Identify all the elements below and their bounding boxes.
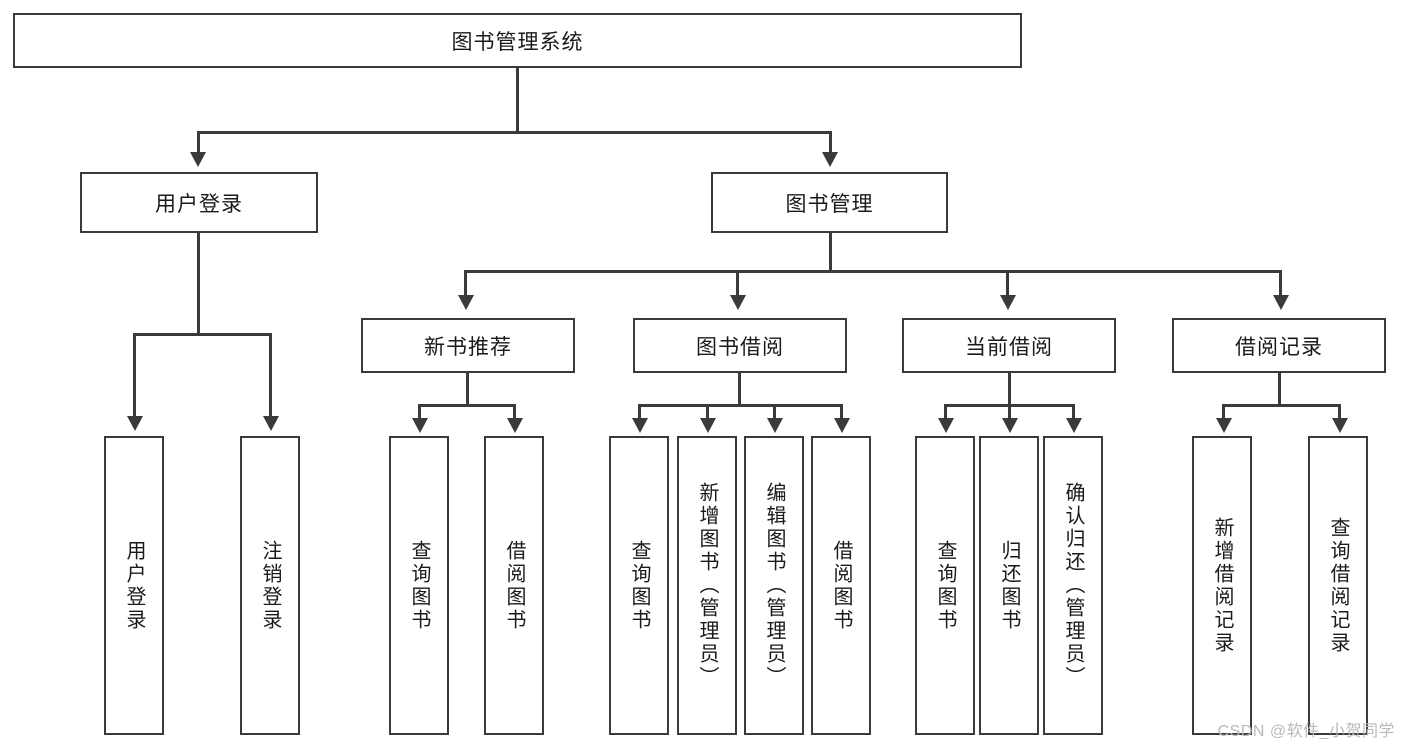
leaf-borrow-book-1[interactable]: 借阅图书 [484, 436, 544, 735]
arrowhead-book-borrow-leaf-2 [700, 418, 716, 433]
connector-new-book-drop-2 [513, 404, 516, 420]
node-label: 查询图书 [934, 539, 956, 632]
node-current-borrow[interactable]: 当前借阅 [902, 318, 1116, 373]
node-label: 查询借阅记录 [1327, 516, 1349, 655]
leaf-query-record[interactable]: 查询借阅记录 [1308, 436, 1368, 735]
connector-user-login-drop-2 [269, 333, 272, 419]
node-label: 查询图书 [628, 539, 650, 632]
node-label: 借阅图书 [503, 539, 525, 632]
arrowhead-new-book-leaf-2 [507, 418, 523, 433]
connector-book-manage-drop-4 [1279, 270, 1282, 298]
leaf-add-record[interactable]: 新增借阅记录 [1192, 436, 1252, 735]
connector-current-borrow-drop-3 [1072, 404, 1075, 420]
connector-current-borrow-stem [1008, 373, 1011, 406]
arrowhead-to-new-book-recommend [458, 295, 474, 310]
node-label: 用户登录 [123, 539, 145, 632]
node-label: 借阅记录 [1235, 335, 1323, 359]
node-label: 图书管理系统 [451, 30, 584, 54]
node-new-book-recommend[interactable]: 新书推荐 [361, 318, 575, 373]
connector-borrow-record-drop-1 [1222, 404, 1225, 420]
connector-new-book-stem [466, 373, 469, 406]
connector-user-login-drop-1 [133, 333, 136, 419]
connector-current-borrow-drop-1 [944, 404, 947, 420]
node-label: 新书推荐 [424, 335, 512, 359]
leaf-query-book-1[interactable]: 查询图书 [389, 436, 449, 735]
arrowhead-borrow-record-leaf-2 [1332, 418, 1348, 433]
node-label: 图书借阅 [696, 335, 784, 359]
watermark-text: CSDN @软件_小贺同学 [1217, 723, 1395, 740]
connector-book-borrow-drop-3 [773, 404, 776, 420]
connector-book-borrow-drop-4 [840, 404, 843, 420]
arrowhead-book-borrow-leaf-3 [767, 418, 783, 433]
arrowhead-to-borrow-record [1273, 295, 1289, 310]
node-system-root[interactable]: 图书管理系统 [13, 13, 1022, 68]
node-label: 借阅图书 [830, 539, 852, 632]
connector-current-borrow-drop-2 [1008, 404, 1011, 420]
node-label: 当前借阅 [965, 335, 1053, 359]
connector-root-to-book-manage [829, 131, 832, 155]
arrowhead-borrow-record-leaf-1 [1216, 418, 1232, 433]
leaf-confirm-return[interactable]: 确认归还（管理员） [1043, 436, 1103, 735]
connector-book-manage-bus [464, 270, 1282, 273]
leaf-return-book[interactable]: 归还图书 [979, 436, 1039, 735]
node-label: 新增图书（管理员） [696, 482, 718, 689]
connector-book-manage-drop-2 [736, 270, 739, 298]
leaf-logout-login[interactable]: 注销登录 [240, 436, 300, 735]
node-label: 编辑图书（管理员） [763, 482, 785, 689]
node-label: 归还图书 [998, 539, 1020, 632]
arrowhead-current-borrow-leaf-1 [938, 418, 954, 433]
node-label: 用户登录 [155, 192, 243, 216]
node-label: 图书管理 [785, 192, 874, 216]
node-label: 确认归还（管理员） [1062, 482, 1084, 689]
leaf-edit-book[interactable]: 编辑图书（管理员） [744, 436, 804, 735]
connector-book-manage-drop-3 [1006, 270, 1009, 298]
connector-new-book-bus [418, 404, 516, 407]
connector-borrow-record-drop-2 [1338, 404, 1341, 420]
connector-book-borrow-stem [738, 373, 741, 406]
node-label: 新增借阅记录 [1211, 516, 1233, 655]
node-book-manage[interactable]: 图书管理 [711, 172, 948, 233]
connector-book-borrow-drop-2 [706, 404, 709, 420]
node-user-login[interactable]: 用户登录 [80, 172, 318, 233]
connector-user-login-stem [197, 233, 200, 335]
connector-borrow-record-stem [1278, 373, 1281, 406]
arrowhead-current-borrow-leaf-2 [1002, 418, 1018, 433]
connector-book-manage-drop-1 [464, 270, 467, 298]
connector-root-bus [197, 131, 832, 134]
connector-borrow-record-bus [1222, 404, 1341, 407]
arrowhead-root-to-user-login [190, 152, 206, 167]
node-borrow-record[interactable]: 借阅记录 [1172, 318, 1386, 373]
arrowhead-user-login-leaf-1 [127, 416, 143, 431]
arrowhead-book-borrow-leaf-1 [632, 418, 648, 433]
connector-root-stem [516, 68, 519, 133]
node-book-borrow[interactable]: 图书借阅 [633, 318, 847, 373]
node-label: 查询图书 [408, 539, 430, 632]
arrowhead-new-book-leaf-1 [412, 418, 428, 433]
arrowhead-user-login-leaf-2 [263, 416, 279, 431]
connector-new-book-drop-1 [418, 404, 421, 420]
arrowhead-to-book-borrow [730, 295, 746, 310]
arrowhead-to-current-borrow [1000, 295, 1016, 310]
leaf-query-book-3[interactable]: 查询图书 [915, 436, 975, 735]
arrowhead-root-to-book-manage [822, 152, 838, 167]
leaf-query-book-2[interactable]: 查询图书 [609, 436, 669, 735]
connector-book-borrow-bus [638, 404, 843, 407]
arrowhead-current-borrow-leaf-3 [1066, 418, 1082, 433]
leaf-user-login[interactable]: 用户登录 [104, 436, 164, 735]
leaf-borrow-book-2[interactable]: 借阅图书 [811, 436, 871, 735]
arrowhead-book-borrow-leaf-4 [834, 418, 850, 433]
node-label: 注销登录 [259, 539, 281, 632]
connector-book-manage-stem [829, 233, 832, 272]
connector-root-to-user-login [197, 131, 200, 155]
connector-book-borrow-drop-1 [638, 404, 641, 420]
leaf-add-book[interactable]: 新增图书（管理员） [677, 436, 737, 735]
connector-user-login-bus [133, 333, 272, 336]
